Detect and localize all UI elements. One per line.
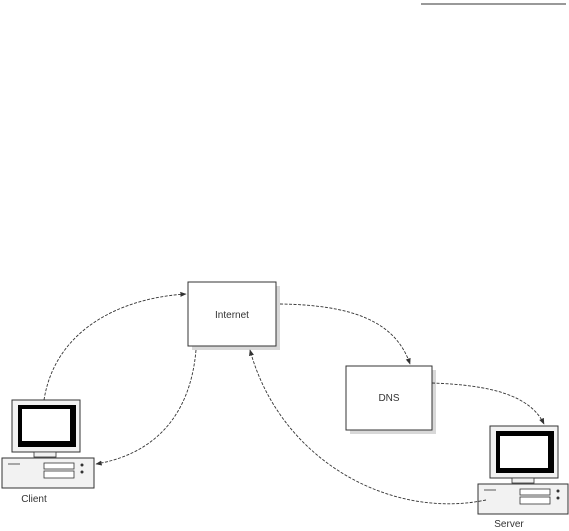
dns-node: DNS xyxy=(345,365,436,434)
dns-label: DNS xyxy=(378,393,399,404)
arrow-client-to-internet xyxy=(43,291,187,401)
client-label: Client xyxy=(21,494,47,505)
server-computer-icon: Server xyxy=(477,425,569,530)
server-label: Server xyxy=(494,519,524,530)
arrow-internet-to-dns xyxy=(279,303,411,365)
arrow-dns-to-server xyxy=(431,382,545,425)
arrow-internet-to-client xyxy=(95,349,197,466)
internet-label: Internet xyxy=(215,310,249,321)
internet-node: Internet xyxy=(187,281,280,350)
client-computer-icon: Client xyxy=(1,399,95,505)
arrow-server-to-internet xyxy=(249,349,487,505)
